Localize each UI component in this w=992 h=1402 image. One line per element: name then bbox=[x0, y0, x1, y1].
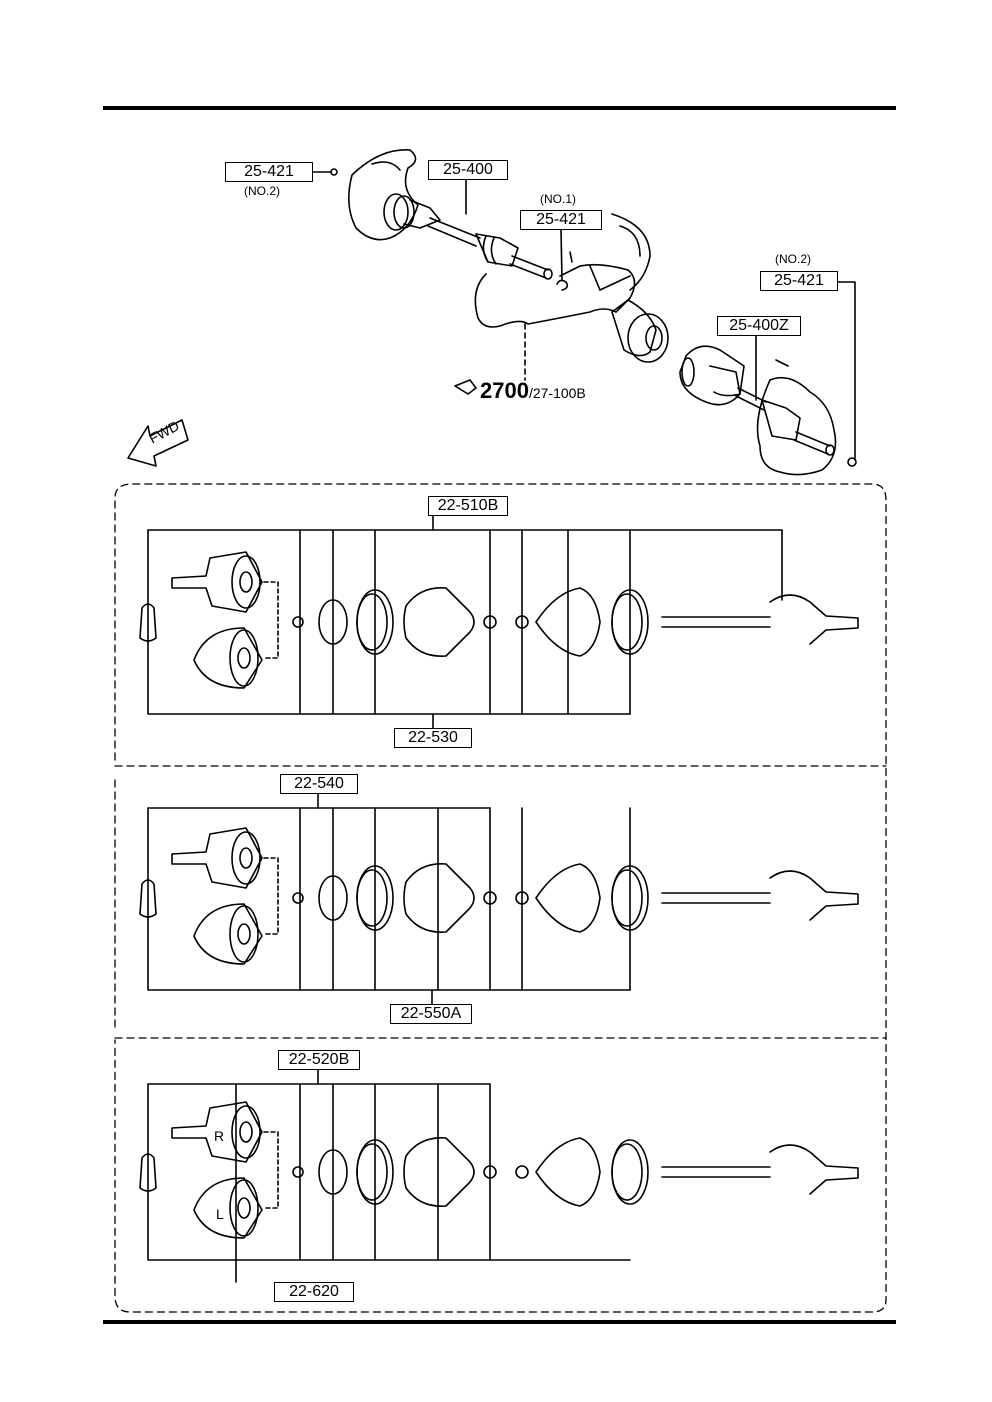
row3-outer-joint-lower bbox=[193, 1177, 263, 1239]
row3-bracket-bottom bbox=[147, 1083, 631, 1261]
row2-bracket-bottom bbox=[147, 807, 631, 991]
right-driveshaft-drawing bbox=[679, 345, 835, 456]
clip-left-ring bbox=[330, 168, 338, 176]
fwd-arrow bbox=[127, 419, 189, 467]
note-no1: (NO.1) bbox=[540, 192, 576, 206]
row3-joint-link bbox=[263, 1131, 279, 1209]
ref-number: 2700 bbox=[480, 378, 529, 403]
row3-band-small bbox=[318, 1149, 348, 1195]
row2-clamp-b bbox=[515, 891, 529, 905]
row2-outer-joint-upper bbox=[171, 827, 263, 889]
leader-right-clip bbox=[837, 281, 856, 461]
row1-band-small bbox=[318, 599, 348, 645]
row1-snap-ring bbox=[292, 616, 304, 628]
label-22-510b: 22-510B bbox=[428, 496, 508, 516]
left-driveshaft-drawing bbox=[403, 199, 553, 280]
label-25-421-top-left: 25-421 bbox=[225, 162, 313, 182]
row3-outer-joint-lower-face bbox=[229, 1179, 259, 1237]
label-22-520b: 22-520B bbox=[278, 1050, 360, 1070]
right-knuckle-drawing bbox=[756, 359, 837, 476]
joint-l-text: L bbox=[216, 1206, 224, 1222]
row1-outer-joint-lower-core bbox=[237, 647, 251, 669]
row2-boot-inner bbox=[403, 863, 475, 933]
row2-band-large-inner bbox=[356, 869, 388, 927]
bottom-rule bbox=[103, 1320, 896, 1324]
note-no2-left: (NO.2) bbox=[244, 184, 280, 198]
row2-outer-joint-upper-core bbox=[239, 847, 253, 869]
row1-grease-tube bbox=[139, 603, 157, 642]
center-clip-ring bbox=[556, 279, 569, 291]
row1-bracket-bottom bbox=[147, 529, 631, 715]
left-knuckle-drawing bbox=[348, 149, 419, 241]
row2-band-outer-inner bbox=[611, 869, 643, 927]
ref-label: 2700/27-100B bbox=[480, 378, 586, 404]
row2-outer-joint-lower-core bbox=[237, 923, 251, 945]
row2-grease-tube bbox=[139, 879, 157, 918]
row3-outer-joint-upper-core bbox=[239, 1121, 253, 1143]
label-22-530: 22-530 bbox=[394, 728, 472, 748]
label-25-421-center: 25-421 bbox=[520, 210, 602, 230]
row1-clamp-a bbox=[483, 615, 497, 629]
row1-boot-outer bbox=[535, 587, 601, 657]
row3-band-outer-inner bbox=[611, 1143, 643, 1201]
row3-outer-joint-upper-face bbox=[231, 1105, 261, 1159]
top-rule bbox=[103, 106, 896, 110]
row1-outer-joint-upper-face bbox=[231, 555, 261, 609]
row1-band-outer-inner bbox=[611, 593, 643, 651]
label-22-540: 22-540 bbox=[280, 774, 358, 794]
joint-r-text: R bbox=[214, 1128, 225, 1144]
row1-outer-joint-upper bbox=[171, 551, 263, 613]
row1-joint-link bbox=[263, 581, 279, 659]
row3-band-large-inner bbox=[356, 1143, 388, 1201]
row1-band-large-inner bbox=[356, 593, 388, 651]
row3-boot-inner bbox=[403, 1137, 475, 1207]
row2-band-small bbox=[318, 875, 348, 921]
row1-outer-joint-lower-face bbox=[229, 629, 259, 687]
row3-outer-joint-upper bbox=[171, 1101, 263, 1163]
row3-outer-joint-lower-core bbox=[237, 1197, 251, 1219]
leader-center-clip bbox=[560, 229, 563, 281]
label-25-421-right: 25-421 bbox=[760, 271, 838, 291]
label-25-400z: 25-400Z bbox=[717, 316, 801, 336]
row2-snap-ring bbox=[292, 892, 304, 904]
section-dividers bbox=[114, 483, 887, 1313]
row1-outer-joint-upper-core bbox=[239, 571, 253, 593]
label-25-400: 25-400 bbox=[428, 160, 508, 180]
row2-outer-joint-upper-face bbox=[231, 831, 261, 885]
label-22-550a: 22-550A bbox=[390, 1004, 472, 1024]
row2-clamp-a bbox=[483, 891, 497, 905]
row1-boot-inner bbox=[403, 587, 475, 657]
ref-arrow bbox=[454, 379, 477, 395]
row3-boot-outer bbox=[535, 1137, 601, 1207]
row3-snap-ring bbox=[292, 1166, 304, 1178]
row1-outer-joint-lower bbox=[193, 627, 263, 689]
note-no2-right: (NO.2) bbox=[775, 252, 811, 266]
row2-outer-joint-lower bbox=[193, 903, 263, 965]
row2-outer-joint-lower-face bbox=[229, 905, 259, 963]
ref-suffix: /27-100B bbox=[528, 385, 586, 401]
row3-shaft-joint bbox=[769, 1144, 859, 1195]
row2-boot-outer bbox=[535, 863, 601, 933]
row3-grease-tube bbox=[139, 1153, 157, 1192]
differential-housing-drawing bbox=[474, 213, 669, 381]
row1-clamp-b bbox=[515, 615, 529, 629]
row3-clamp-b bbox=[515, 1165, 529, 1179]
row2-joint-link bbox=[263, 857, 279, 935]
row2-shaft-joint bbox=[769, 870, 859, 921]
row3-clamp-a bbox=[483, 1165, 497, 1179]
label-22-620: 22-620 bbox=[274, 1282, 354, 1302]
right-clip-ring bbox=[847, 457, 857, 467]
row1-shaft-joint bbox=[769, 594, 859, 645]
